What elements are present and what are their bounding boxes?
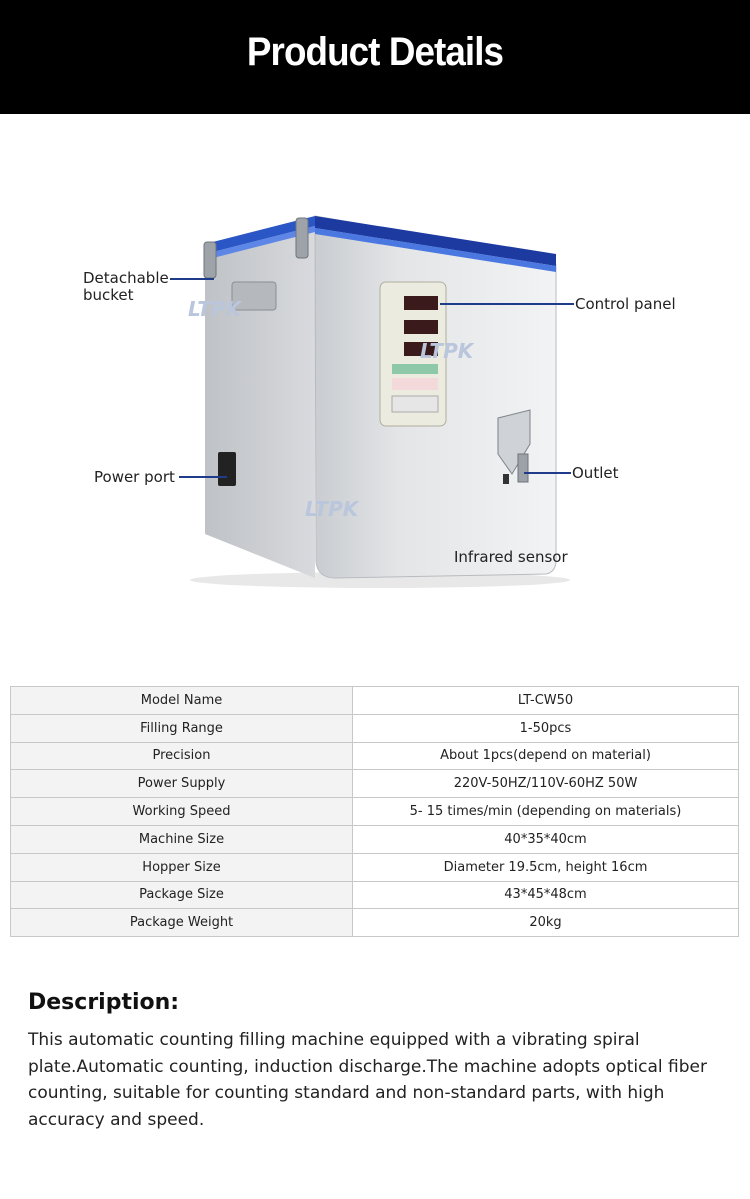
spec-label: Hopper Size (10, 852, 353, 882)
spec-value: 20kg (352, 908, 739, 938)
infrared-sensor (503, 474, 509, 484)
spec-value: 220V-50HZ/110V-60HZ 50W (352, 769, 739, 799)
spec-value: 5- 15 times/min (depending on materials) (352, 797, 739, 826)
display-1 (404, 296, 438, 310)
spec-label: Power Supply (10, 769, 353, 799)
header-banner: Product Details (0, 0, 750, 114)
latch-left (203, 241, 217, 279)
callout-detachable-bucket: Detachable bucket (83, 269, 169, 304)
power-port-socket (218, 452, 236, 486)
leader-outlet (524, 472, 571, 474)
watermark-3: LTPK (305, 497, 360, 521)
callout-control-panel: Control panel (575, 295, 676, 313)
display-2 (404, 320, 438, 334)
product-figure: LTPK LTPK LTPK Detachable bucket Control… (0, 114, 750, 674)
leader-power-port (179, 476, 227, 478)
spec-label: Filling Range (10, 713, 353, 743)
callout-power-port: Power port (94, 468, 175, 486)
watermark-2: LTPK (420, 339, 475, 363)
panel-button-row-2 (392, 378, 438, 390)
spec-value: 43*45*48cm (352, 880, 739, 910)
leader-detachable-bucket (170, 278, 214, 280)
spec-value: LT-CW50 (352, 686, 739, 715)
spec-value: 1-50pcs (352, 713, 739, 743)
panel-button-row-1 (392, 364, 438, 374)
front-stripe (315, 216, 556, 266)
side-stripe-light (205, 226, 315, 260)
spec-label: Model Name (10, 686, 353, 715)
spec-label: Precision (10, 741, 353, 771)
machine-side-face (205, 216, 315, 578)
spec-value: About 1pcs(depend on material) (352, 741, 739, 771)
front-stripe-light (315, 228, 556, 272)
spec-value: Diameter 19.5cm, height 16cm (352, 852, 739, 882)
side-stripe (205, 216, 315, 254)
leader-control-panel (440, 303, 574, 305)
display-3 (404, 342, 438, 356)
spec-label: Package Weight (10, 908, 353, 938)
watermark-1: LTPK (188, 297, 243, 321)
callout-outlet: Outlet (572, 464, 619, 482)
machine-shadow (190, 572, 570, 588)
panel-button-row-3 (391, 395, 439, 413)
description-text: This automatic counting filling machine … (28, 1030, 707, 1130)
latch-right (295, 217, 309, 259)
product-image: LTPK LTPK LTPK (188, 215, 570, 588)
description-title: Description: (28, 990, 180, 1015)
outlet-spout (517, 453, 529, 483)
spec-label: Working Speed (10, 797, 353, 826)
page-title: Product Details (246, 30, 504, 74)
spec-value: 40*35*40cm (352, 824, 739, 854)
callout-infrared-sensor: Infrared sensor (454, 548, 568, 566)
spec-label: Machine Size (10, 824, 353, 854)
bucket-handle (231, 281, 277, 311)
spec-label: Package Size (10, 880, 353, 910)
